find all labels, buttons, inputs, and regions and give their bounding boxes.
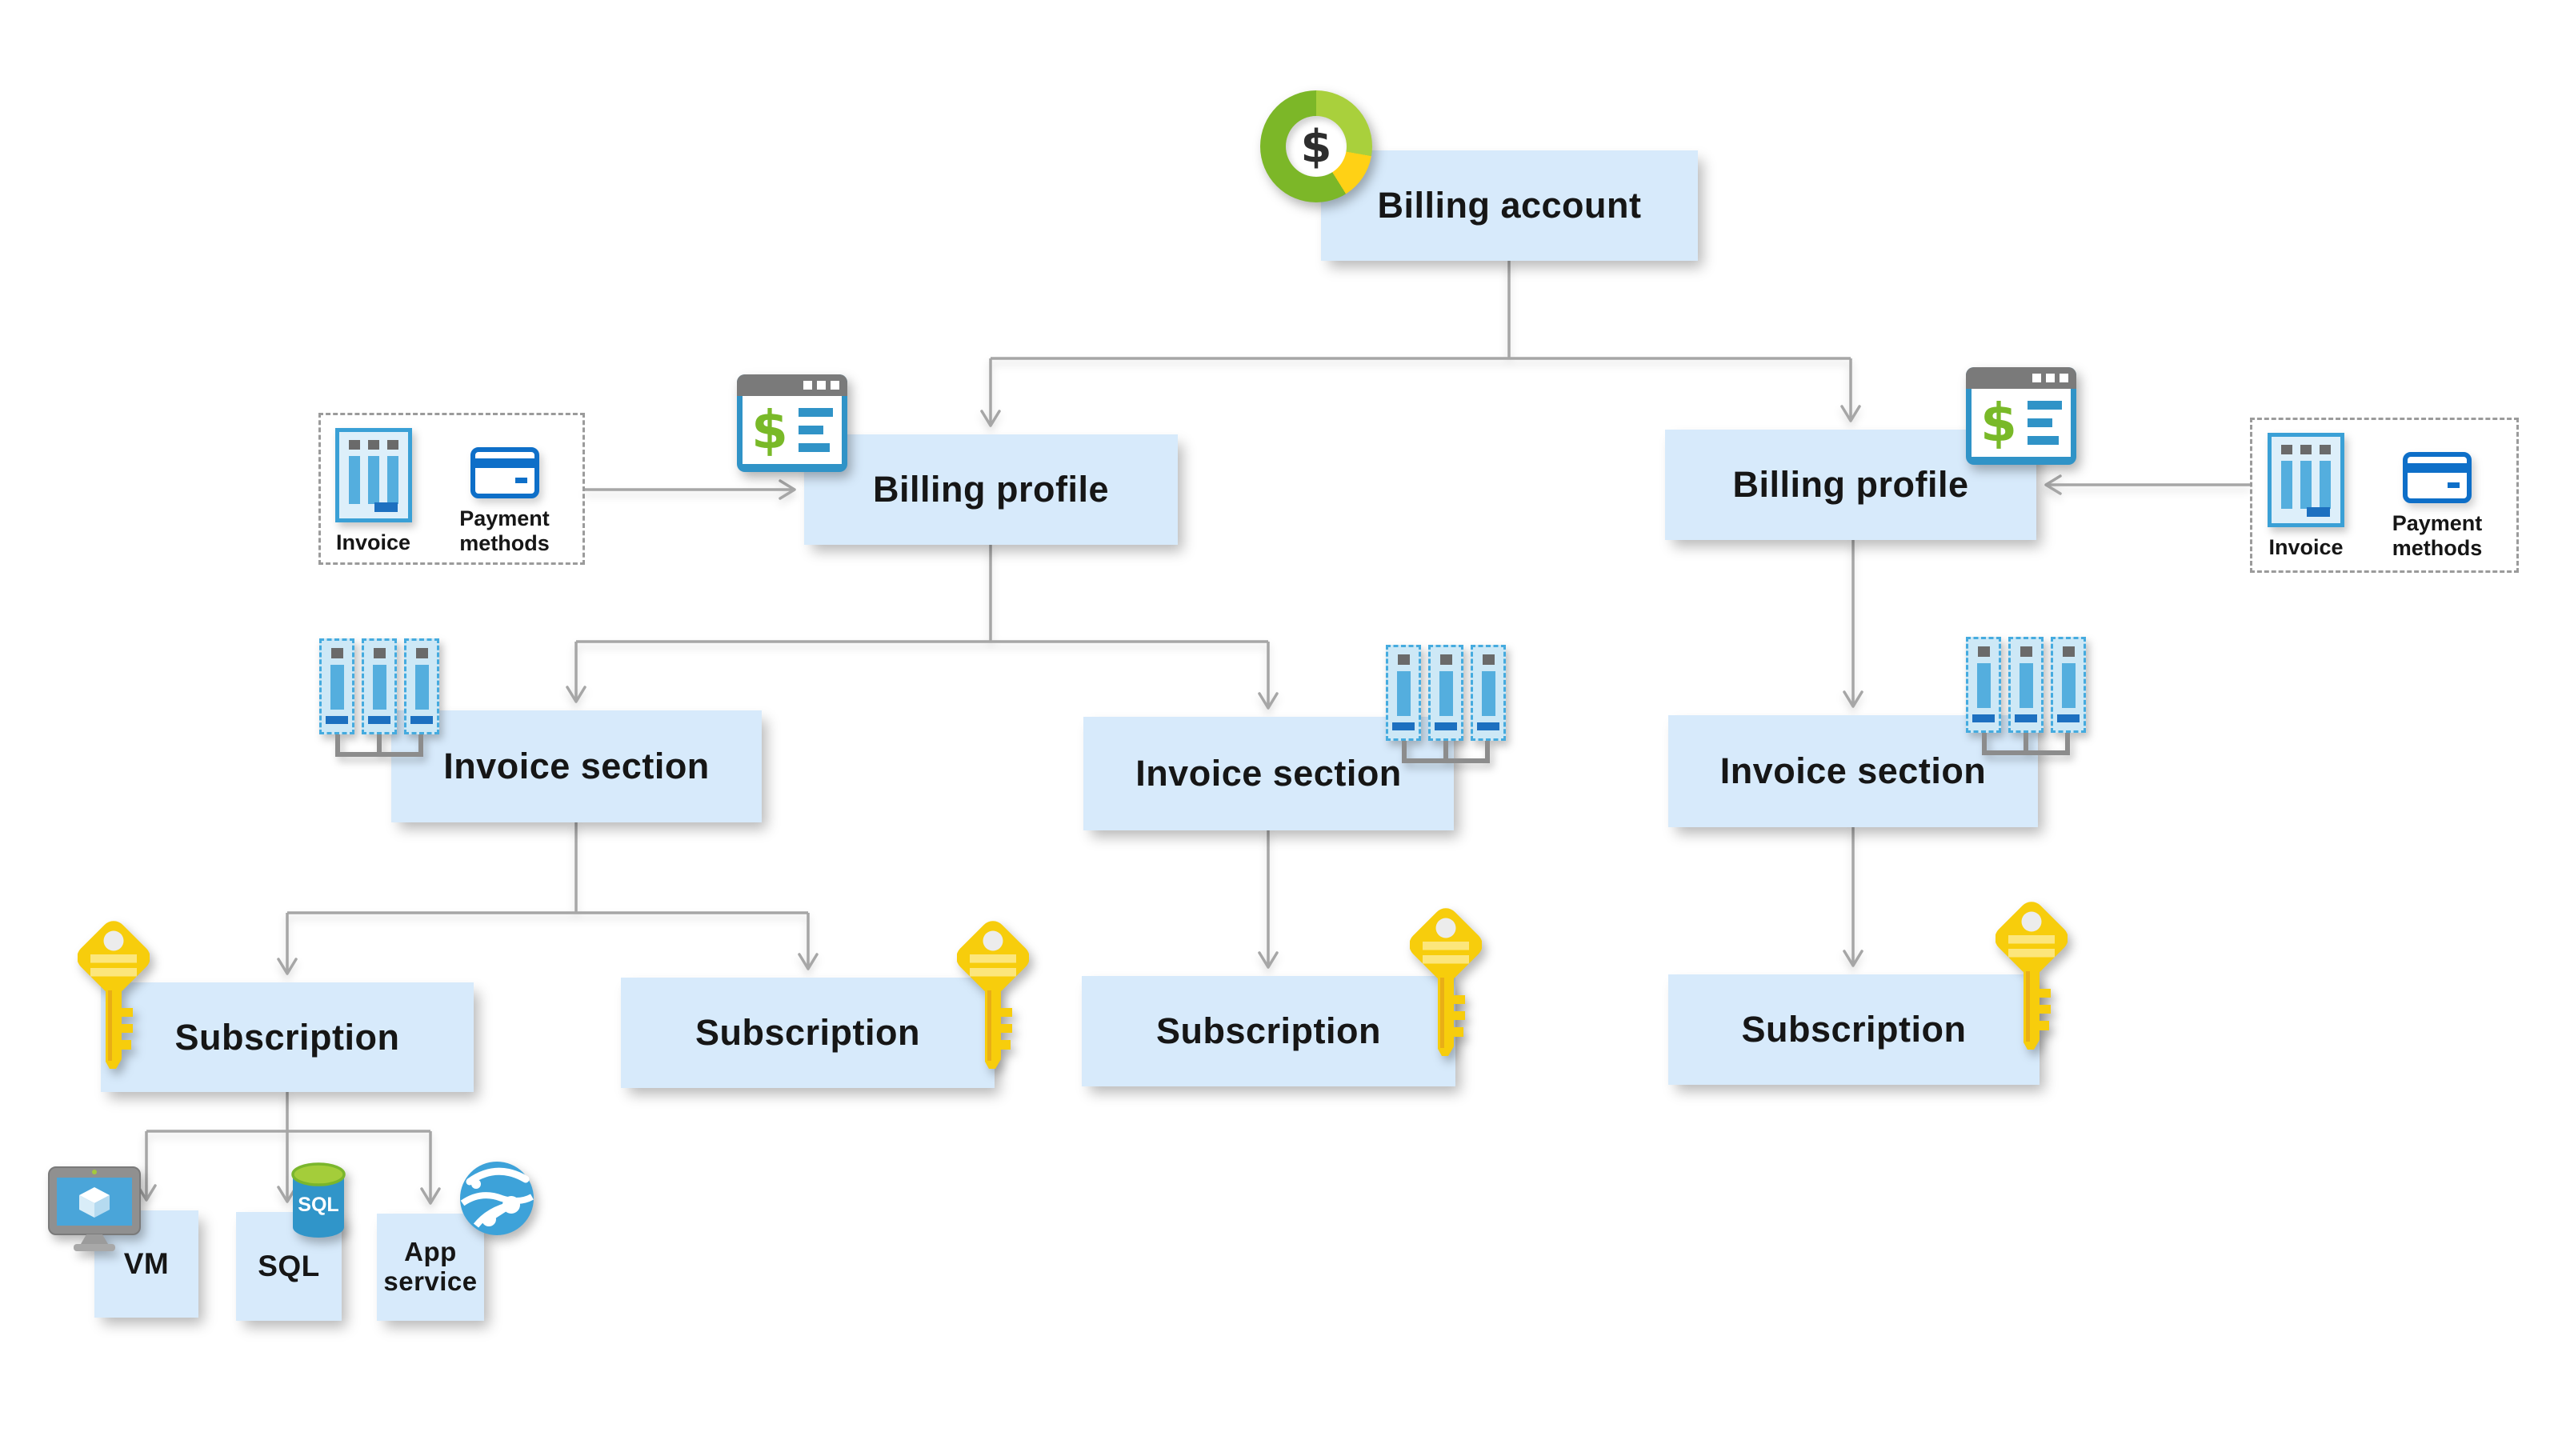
slips-bracket bbox=[1402, 741, 1490, 763]
subscription-label: Subscription bbox=[1155, 1010, 1381, 1051]
subscription-1-node: Subscription bbox=[101, 982, 474, 1092]
subscription-2-node: Subscription bbox=[621, 978, 995, 1088]
invoice-slips-cluster-icon bbox=[1966, 637, 2086, 758]
subscription-label: Subscription bbox=[1741, 1009, 1967, 1050]
legend-invoice-left: Invoice bbox=[334, 428, 412, 555]
invoice-slips-cluster-icon bbox=[319, 638, 439, 760]
invoice-section-label: Invoice section bbox=[1135, 753, 1402, 794]
billing-profile-label: Billing profile bbox=[1732, 464, 1969, 505]
sql-cylinder-label: SQL bbox=[298, 1194, 338, 1216]
subscription-label: Subscription bbox=[695, 1012, 920, 1053]
virtual-machine-monitor-icon bbox=[48, 1166, 141, 1251]
app-service-globe-icon bbox=[460, 1162, 534, 1235]
dollar-sign: $ bbox=[1980, 391, 2017, 454]
billing-account-node: Billing account bbox=[1321, 150, 1698, 261]
invoice-slips-cluster-icon bbox=[1386, 645, 1506, 766]
app-service-node: App service bbox=[377, 1214, 484, 1321]
legend-group-right: Invoice Payment methods bbox=[2250, 418, 2519, 573]
key-icon bbox=[957, 921, 1029, 1069]
payment-methods-label: Payment methods bbox=[459, 506, 550, 556]
subscription-3-node: Subscription bbox=[1082, 976, 1455, 1086]
dollar-sign: $ bbox=[751, 398, 788, 461]
credit-card-icon bbox=[470, 447, 539, 498]
invoice-label: Invoice bbox=[2268, 535, 2344, 559]
legend-invoice-right: Invoice bbox=[2268, 433, 2344, 560]
sql-database-cylinder-icon: SQL bbox=[291, 1162, 346, 1238]
dollar-statement-window-icon: $ bbox=[737, 374, 847, 472]
vm-label: VM bbox=[123, 1247, 170, 1280]
legend-payment-right: Payment methods bbox=[2373, 433, 2501, 561]
invoice-section-left-node: Invoice section bbox=[391, 710, 762, 822]
key-icon bbox=[1410, 908, 1482, 1056]
app-service-label: App service bbox=[383, 1237, 478, 1296]
billing-profile-left-node: Billing profile bbox=[804, 434, 1178, 545]
invoice-section-label: Invoice section bbox=[1719, 750, 1987, 791]
invoice-document-icon bbox=[334, 428, 412, 522]
slips-bracket bbox=[1982, 733, 2070, 755]
sql-label: SQL bbox=[258, 1250, 320, 1282]
credit-card-icon bbox=[2403, 452, 2472, 503]
key-icon bbox=[1996, 902, 2068, 1050]
invoice-section-label: Invoice section bbox=[443, 746, 710, 786]
legend-payment-left: Payment methods bbox=[441, 428, 569, 556]
dollar-statement-window-icon: $ bbox=[1966, 367, 2076, 465]
invoice-document-icon bbox=[2268, 433, 2344, 527]
dollar-donut-chart-icon: $ bbox=[1260, 90, 1372, 202]
key-icon bbox=[78, 921, 150, 1069]
dollar-sign: $ bbox=[1300, 120, 1332, 173]
invoice-section-right-node: Invoice section bbox=[1668, 715, 2038, 827]
sql-node: SQL bbox=[236, 1212, 342, 1321]
payment-methods-label: Payment methods bbox=[2392, 511, 2483, 561]
legend-group-left: Invoice Payment methods bbox=[318, 413, 585, 565]
slips-bracket bbox=[335, 734, 423, 757]
billing-profile-label: Billing profile bbox=[873, 469, 1109, 510]
invoice-label: Invoice bbox=[335, 530, 411, 554]
subscription-label: Subscription bbox=[174, 1016, 400, 1058]
subscription-4-node: Subscription bbox=[1668, 974, 2040, 1085]
billing-account-label: Billing account bbox=[1377, 185, 1642, 226]
